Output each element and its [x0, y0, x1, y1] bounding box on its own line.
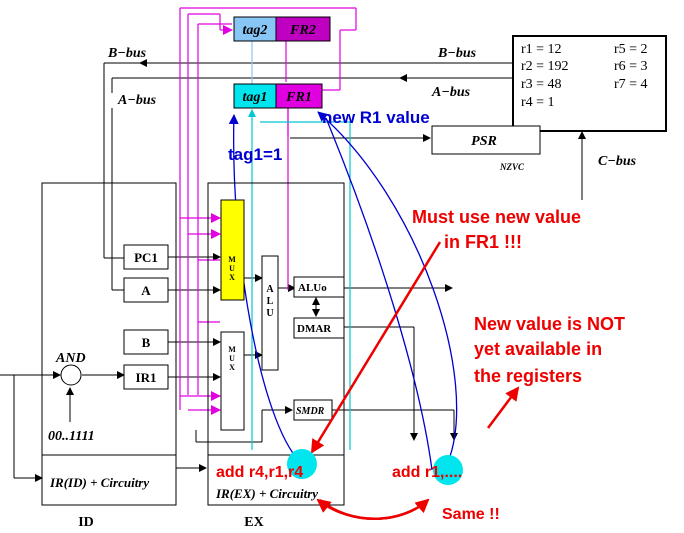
pc1-label: PC1	[134, 250, 158, 265]
reg-r1: r1 = 12	[521, 42, 562, 57]
b-bus-right-label: B−bus	[437, 46, 477, 61]
fr2-register: tag2 FR2	[233, 16, 331, 42]
fr2-tag-label: tag2	[243, 23, 268, 38]
psr-register: PSR NZVC	[431, 125, 541, 172]
fr1-name-label: FR1	[285, 90, 312, 105]
a-bus-right-label: A−bus	[431, 85, 471, 100]
b-bus-left-label: B−bus	[107, 46, 147, 61]
instr-ex-text: add r4,r1,r4	[216, 464, 303, 481]
b-reg-label: B	[142, 335, 151, 350]
tag1-note: tag1=1	[228, 145, 282, 164]
psr-label: PSR	[471, 134, 497, 149]
tag-lines-cyan	[248, 40, 351, 450]
reg-r6: r6 = 3	[614, 59, 648, 74]
forwarding-lines-magenta	[179, 7, 357, 415]
reg-r3: r3 = 48	[521, 77, 562, 92]
ex-stage-label: EX	[244, 515, 263, 530]
not-available-note-line1: New value is NOT	[474, 314, 625, 334]
fr2-name-label: FR2	[289, 23, 316, 38]
red-arrows	[310, 241, 520, 520]
c-bus-label: C−bus	[598, 154, 637, 169]
reg-r7: r7 = 4	[614, 77, 648, 92]
smdr-label: SMDR	[296, 406, 325, 417]
id-stage: PC1 A B IR1 AND 00..1111 IR(ID) + Circui…	[41, 182, 177, 530]
ir-ex-label: IR(EX) + Circuitry	[215, 486, 318, 501]
fr1-register: tag1 FR1	[233, 83, 323, 109]
ir-id-label: IR(ID) + Circuitry	[49, 475, 149, 490]
a-reg-label: A	[141, 283, 151, 298]
psr-flags: NZVC	[499, 162, 525, 172]
fr1-tag-label: tag1	[243, 90, 268, 105]
register-file: r1 = 12 r2 = 192 r3 = 48 r4 = 1 r5 = 2 r…	[512, 35, 667, 132]
not-available-note-line2: yet available in	[474, 339, 602, 359]
reg-r2: r2 = 192	[521, 59, 569, 74]
aluo-label: ALUo	[298, 282, 327, 294]
a-bus-left-label: A−bus	[117, 93, 157, 108]
id-stage-label: ID	[78, 515, 94, 530]
bus-lines	[0, 59, 586, 482]
must-use-note-line1: Must use new value	[412, 207, 581, 227]
reg-r5: r5 = 2	[614, 42, 648, 57]
must-use-note-line2: in FR1 !!!	[444, 232, 522, 252]
blue-curves	[228, 111, 458, 471]
r1-ex-highlight	[287, 449, 317, 479]
const-label: 00..1111	[48, 429, 95, 444]
r1-id-highlight	[433, 455, 463, 485]
reg-r4: r4 = 1	[521, 95, 555, 110]
dmar-label: DMAR	[297, 323, 332, 335]
instr-id-text: add r1,....	[392, 464, 462, 481]
same-note: Same !!	[442, 506, 500, 523]
not-available-note-line3: the registers	[474, 366, 582, 386]
new-r1-value-note: new R1 value	[322, 108, 430, 127]
ir1-label: IR1	[136, 370, 157, 385]
and-gate-label: AND	[55, 351, 86, 366]
